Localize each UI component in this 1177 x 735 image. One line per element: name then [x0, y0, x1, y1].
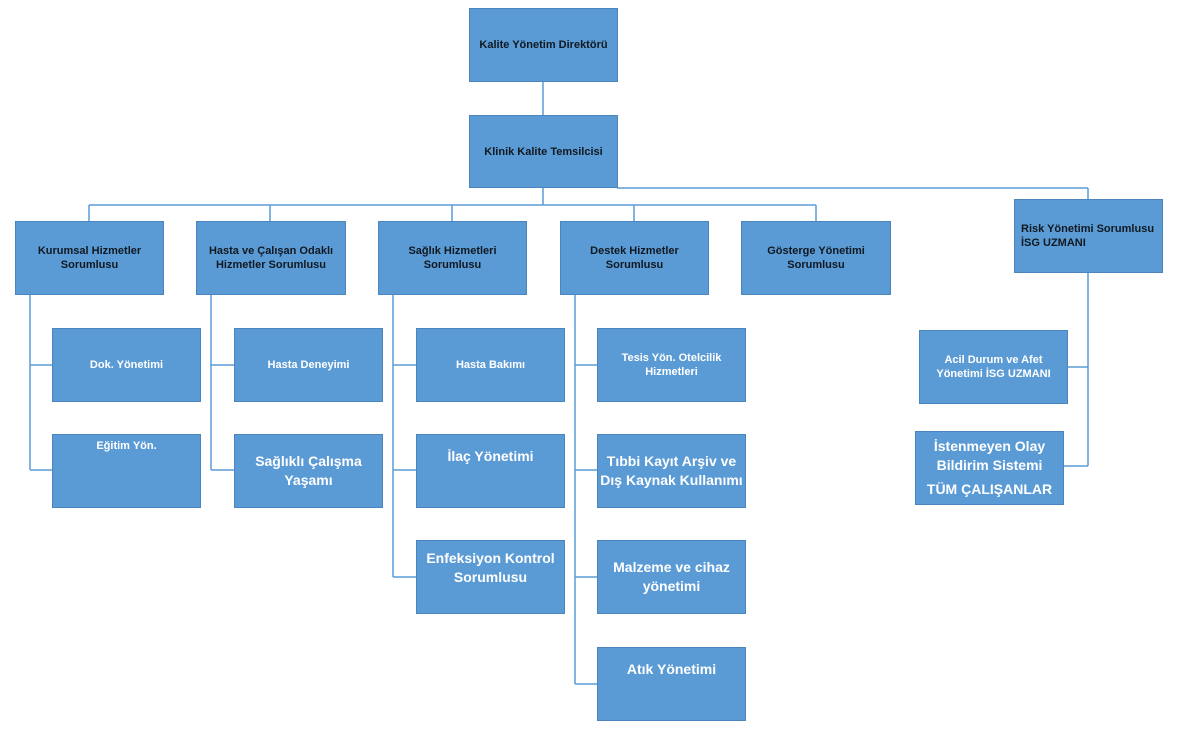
hasta-deneyimi-label: Hasta Deneyimi: [267, 359, 350, 371]
gosterge-box: Gösterge Yönetimi Sorumlusu: [741, 221, 891, 295]
kurumsal-label: Kurumsal Hizmetler Sorumlusu: [37, 245, 142, 271]
hasta-deneyimi-box: Hasta Deneyimi: [234, 328, 383, 402]
saglik-box: Sağlık Hizmetleri Sorumlusu: [378, 221, 527, 295]
istenmeyen-olay-label: İstenmeyen Olay Bildirim Sistemi: [933, 438, 1046, 473]
ilac-yonetimi-box: İlaç Yönetimi: [416, 434, 565, 508]
kurumsal-box: Kurumsal Hizmetler Sorumlusu: [15, 221, 164, 295]
dok-yonetimi-label: Dok. Yönetimi: [89, 359, 164, 371]
egitim-box: Eğitim Yön.: [52, 434, 201, 508]
enfeksiyon-box: Enfeksiyon Kontrol Sorumlusu: [416, 540, 565, 614]
saglikli-calisma-box: Sağlıklı Çalışma Yaşamı: [234, 434, 383, 508]
hasta-label: Hasta ve Çalışan Odaklı Hizmetler Soruml…: [208, 245, 334, 271]
acil-durum-label: Acil Durum ve Afet Yönetimi İSG UZMANI: [936, 354, 1051, 380]
ilac-yonetimi-label: İlaç Yönetimi: [447, 448, 534, 464]
tibbi-kayit-box: Tıbbi Kayıt Arşiv ve Dış Kaynak Kullanım…: [597, 434, 746, 508]
malzeme-box: Malzeme ve cihaz yönetimi: [597, 540, 746, 614]
risk-label: Risk Yönetimi Sorumlusu İSG UZMANI: [1021, 223, 1155, 249]
clinical-rep-label: Klinik Kalite Temsilcisi: [484, 145, 603, 158]
hasta-bakimi-box: Hasta Bakımı: [416, 328, 565, 402]
hasta-box: Hasta ve Çalışan Odaklı Hizmetler Soruml…: [196, 221, 346, 295]
director-label: Kalite Yönetim Direktörü: [479, 39, 608, 51]
malzeme-label: Malzeme ve cihaz yönetimi: [613, 559, 730, 594]
clinical-rep-box: Klinik Kalite Temsilcisi: [469, 115, 618, 188]
tesis-box: Tesis Yön. Otelcilik Hizmetleri: [597, 328, 746, 402]
saglik-label: Sağlık Hizmetleri Sorumlusu: [408, 245, 497, 271]
saglikli-calisma-label: Sağlıklı Çalışma Yaşamı: [255, 453, 362, 488]
destek-label: Destek Hizmetler Sorumlusu: [590, 245, 679, 271]
egitim-label: Eğitim Yön.: [96, 440, 157, 452]
atik-box: Atık Yönetimi: [597, 647, 746, 721]
acil-durum-box: Acil Durum ve Afet Yönetimi İSG UZMANI: [919, 330, 1068, 404]
atik-label: Atık Yönetimi: [626, 661, 717, 677]
dok-yonetimi-box: Dok. Yönetimi: [52, 328, 201, 402]
destek-box: Destek Hizmetler Sorumlusu: [560, 221, 709, 295]
tibbi-kayit-label: Tıbbi Kayıt Arşiv ve Dış Kaynak Kullanım…: [600, 453, 743, 488]
risk-box: Risk Yönetimi Sorumlusu İSG UZMANI: [1014, 199, 1163, 273]
tesis-label: Tesis Yön. Otelcilik Hizmetleri: [621, 352, 722, 378]
director-box: Kalite Yönetim Direktörü: [469, 8, 618, 82]
tum-calisanlar-label: TÜM ÇALIŞANLAR: [926, 481, 1053, 497]
istenmeyen-olay-box: İstenmeyen Olay Bildirim Sistemi TÜM ÇAL…: [915, 431, 1064, 505]
hasta-bakimi-label: Hasta Bakımı: [455, 359, 526, 371]
gosterge-label: Gösterge Yönetimi Sorumlusu: [767, 245, 865, 271]
enfeksiyon-label: Enfeksiyon Kontrol Sorumlusu: [426, 550, 555, 585]
